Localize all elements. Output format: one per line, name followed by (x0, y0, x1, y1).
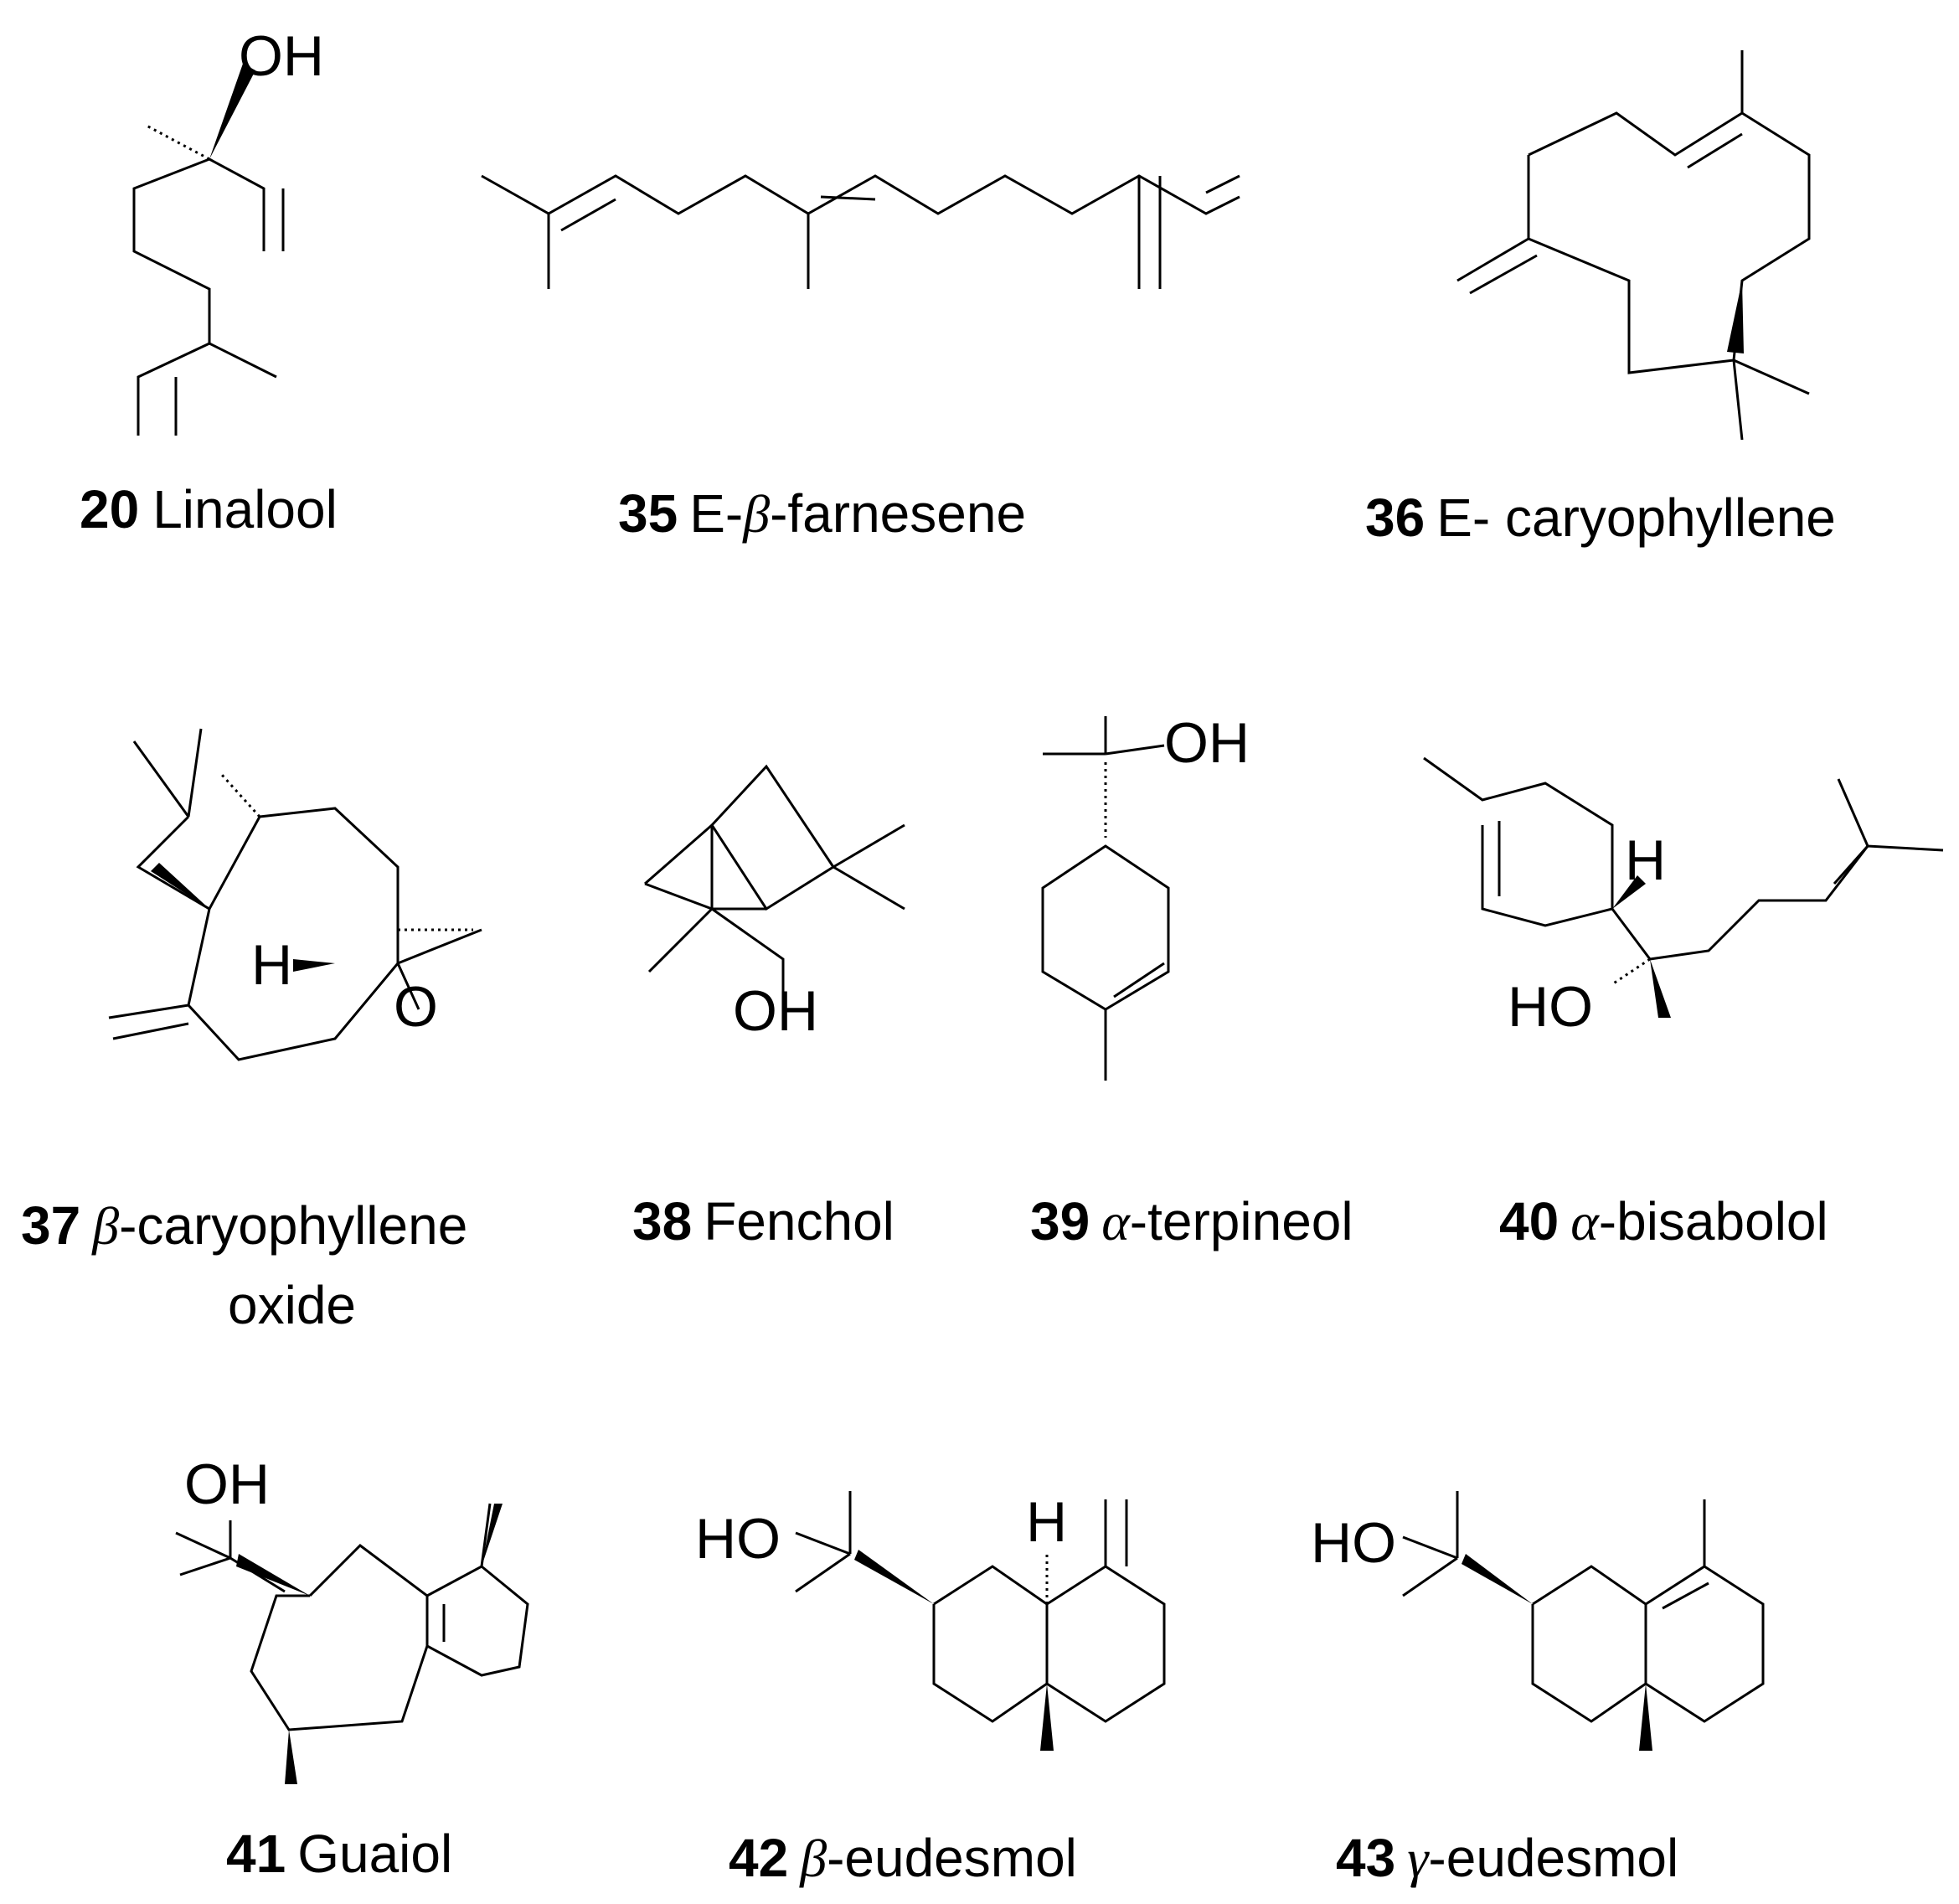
structure-g-eudesmol: HO (1311, 1491, 1765, 1751)
bisabolol-h: H (1625, 828, 1666, 892)
structure-farnesene (481, 174, 1240, 289)
atom-o: O (394, 975, 438, 1039)
structure-bisabolol: H HO (1423, 756, 1944, 1039)
atom-h: H (251, 933, 292, 997)
fenchol-oh: OH (733, 979, 818, 1043)
structure-caryophyllene (1456, 50, 1811, 441)
terpineol-oh: OH (1164, 711, 1250, 775)
structure-fenchol (644, 764, 905, 1005)
b-eudesmol-ho: HO (695, 1507, 781, 1571)
structure-caryophyllene-oxide: H O (108, 728, 482, 1061)
structure-linalool: OH (132, 24, 324, 436)
guaiol-oh: OH (184, 1453, 270, 1516)
atom-oh: OH (239, 24, 324, 88)
structure-guaiol: OH (175, 1453, 529, 1784)
structure-b-eudesmol: HO H (695, 1490, 1166, 1751)
g-eudesmol-ho: HO (1311, 1511, 1396, 1575)
bisabolol-ho: HO (1508, 975, 1593, 1039)
b-eudesmol-h: H (1026, 1490, 1067, 1554)
label-37-line2: oxide (228, 1275, 356, 1335)
structure-terpineol: OH (1041, 711, 1250, 1081)
